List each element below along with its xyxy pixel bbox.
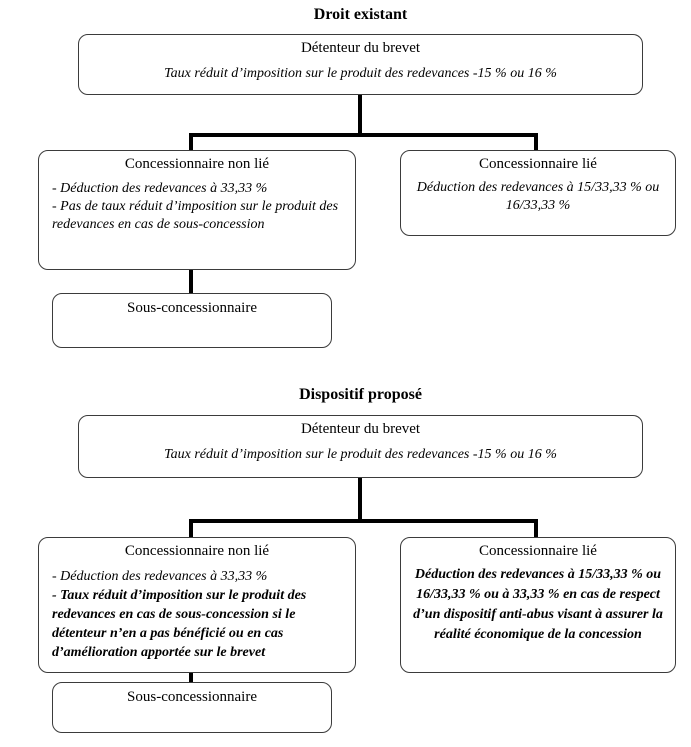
diagram2-left-drop-line xyxy=(189,519,193,537)
diagram2-title: Dispositif proposé xyxy=(299,386,422,403)
diagram2-left-box: Concessionnaire non lié - Déduction des … xyxy=(38,537,356,673)
diagram1-root-stem-line xyxy=(358,95,362,136)
diagram2-sub-box: Sous-concessionnaire xyxy=(52,682,332,733)
diagram2-sub-stem-line xyxy=(189,673,193,682)
diagram1-right-box: Concessionnaire lié Déduction des redeva… xyxy=(400,150,676,236)
diagram1-left-box: Concessionnaire non lié - Déduction des … xyxy=(38,150,356,270)
diagram2-right-body: Déduction des redevances à 15/33,33 % ou… xyxy=(413,567,663,642)
diagram2-root-stem-line xyxy=(358,478,362,522)
diagram2-sub-title: Sous-concessionnaire xyxy=(127,689,257,705)
diagram1-branch-bar-line xyxy=(189,133,538,137)
diagram2-left-body-line2: - Taux réduit d’imposition sur le produi… xyxy=(52,588,307,660)
diagram1-right-title: Concessionnaire lié xyxy=(479,156,597,172)
diagram2-right-title: Concessionnaire lié xyxy=(479,543,597,559)
diagram1-sub-title: Sous-concessionnaire xyxy=(127,300,257,316)
diagram1-left-drop-line xyxy=(189,133,193,150)
diagram1-left-title: Concessionnaire non lié xyxy=(124,156,270,172)
diagram1-sub-stem-line xyxy=(189,270,193,293)
diagram1-left-body-line1: - Déduction des redevances à 33,33 % xyxy=(52,181,268,196)
diagram2-root-title: Détenteur du brevet xyxy=(300,421,421,437)
diagram2-right-box: Concessionnaire lié Déduction des redeva… xyxy=(400,537,676,673)
diagram1-root-body: Taux réduit d’imposition sur le produit … xyxy=(164,66,557,81)
diagram2-left-title: Concessionnaire non lié xyxy=(124,543,270,559)
diagram1-right-body: Déduction des redevances à 15/33,33 % ou… xyxy=(416,180,660,213)
diagram2-left-body-line1: - Déduction des redevances à 33,33 % xyxy=(52,569,268,584)
diagram2-root-box: Détenteur du brevet Taux réduit d’imposi… xyxy=(78,415,643,478)
diagram1-root-box: Détenteur du brevet Taux réduit d’imposi… xyxy=(78,34,643,95)
diagram2-branch-bar-line xyxy=(189,519,538,523)
diagram1-root-title: Détenteur du brevet xyxy=(300,40,421,56)
diagram1-title: Droit existant xyxy=(313,6,408,23)
diagram1-sub-box: Sous-concessionnaire xyxy=(52,293,332,348)
diagram1-left-body-line2: - Pas de taux réduit d’imposition sur le… xyxy=(52,199,339,232)
diagram2-right-drop-line xyxy=(534,519,538,537)
diagram2-root-body: Taux réduit d’imposition sur le produit … xyxy=(164,447,557,462)
diagram1-right-drop-line xyxy=(534,133,538,150)
